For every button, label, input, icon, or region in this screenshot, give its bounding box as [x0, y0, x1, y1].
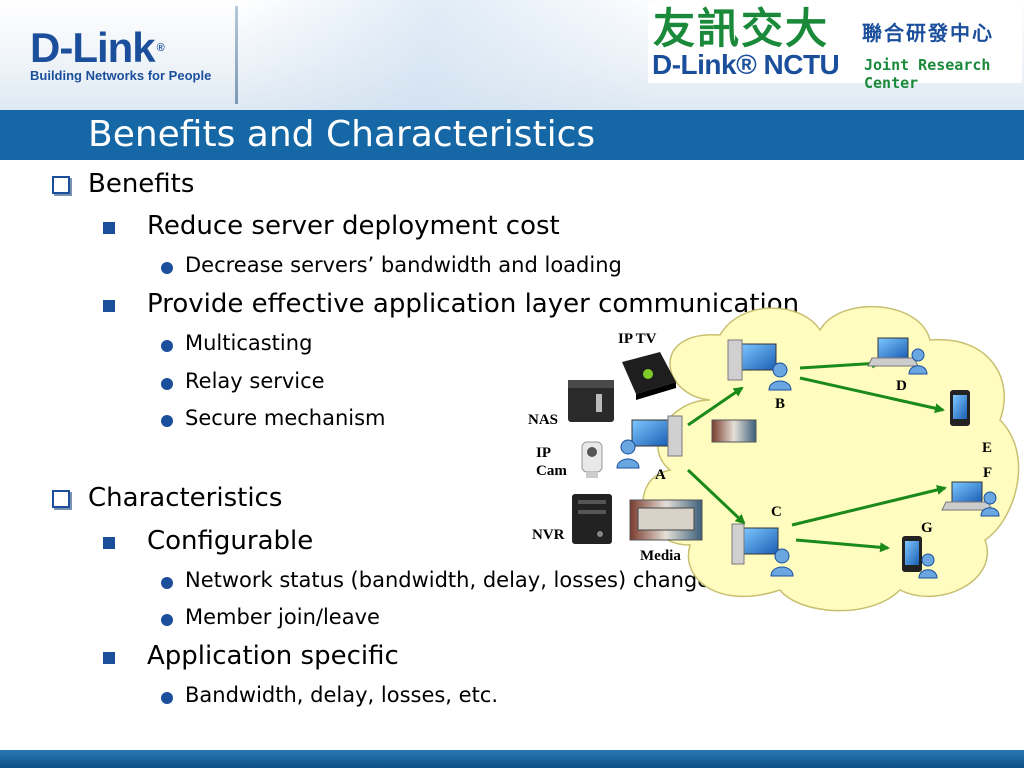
- title-bar: [0, 110, 1024, 160]
- dlink-logo: D-Link® Building Networks for People: [30, 27, 212, 84]
- square-bullet-icon: [103, 537, 115, 549]
- label-media: Media: [640, 548, 681, 564]
- logo-cn-small: 聯合研發中心: [862, 21, 994, 45]
- slide-title: Benefits and Characteristics: [88, 114, 596, 155]
- label-ipcam-line2: Cam: [536, 463, 567, 479]
- dlink-logo-brand: D-Link: [30, 24, 156, 71]
- phone-g-icon: [902, 536, 938, 579]
- outline-item-reduce-cost: Reduce server deployment cost: [147, 211, 560, 241]
- label-iptv: IP TV: [618, 331, 657, 347]
- computer-c-icon: [731, 523, 794, 577]
- label-nas: NAS: [528, 412, 558, 428]
- label-e: E: [982, 440, 992, 456]
- outline-item-benefits: Benefits: [88, 169, 195, 199]
- outline-item-member-join: Member join/leave: [185, 605, 380, 629]
- label-f: F: [983, 465, 992, 481]
- arrow-a-b: [687, 386, 744, 427]
- outline-item-decrease-bandwidth: Decrease servers’ bandwidth and loading: [185, 253, 622, 277]
- ipcam-device-icon: [581, 441, 603, 478]
- label-c: C: [771, 504, 782, 520]
- dot-bullet-icon: [161, 378, 173, 390]
- arrow-a-c: [686, 468, 746, 525]
- outline-item-configurable: Configurable: [147, 526, 314, 556]
- dot-bullet-icon: [161, 577, 173, 589]
- arrow-c-g: [795, 538, 890, 553]
- dlink-logo-reg: ®: [156, 42, 165, 54]
- dot-bullet-icon: [161, 692, 173, 704]
- stream-thumbnail-icon: [711, 419, 757, 443]
- network-cloud: [642, 305, 1020, 612]
- outline-item-network-status: Network status (bandwidth, delay, losses…: [185, 568, 711, 592]
- label-a: A: [655, 467, 666, 483]
- outline-item-secure: Secure mechanism: [185, 406, 386, 430]
- dot-bullet-icon: [161, 262, 173, 274]
- computer-b-icon: [727, 339, 792, 391]
- nas-device-icon: [568, 380, 614, 422]
- outline-item-app-specific: Application specific: [147, 641, 399, 671]
- outline-item-app-layer: Provide effective application layer comm…: [147, 289, 800, 319]
- computer-a-icon: [616, 415, 683, 469]
- arrow-b-e: [799, 376, 945, 414]
- dot-bullet-icon: [161, 340, 173, 352]
- outline-item-multicasting: Multicasting: [185, 331, 313, 355]
- checkbox-bullet-icon: [52, 176, 70, 194]
- square-bullet-icon: [103, 222, 115, 234]
- label-nvr: NVR: [532, 527, 565, 543]
- arrow-c-f: [791, 485, 947, 527]
- label-b: B: [775, 396, 785, 412]
- square-bullet-icon: [103, 652, 115, 664]
- header-swoosh: [240, 0, 660, 110]
- dot-bullet-icon: [161, 614, 173, 626]
- laptop-d-icon: [867, 337, 928, 375]
- dlink-logo-tagline: Building Networks for People: [30, 68, 212, 83]
- square-bullet-icon: [103, 300, 115, 312]
- logo-cn-big: 友訊交大: [653, 4, 830, 53]
- nvr-device-icon: [572, 494, 612, 544]
- arrow-b-d: [799, 358, 882, 370]
- outline-item-characteristics: Characteristics: [88, 483, 283, 513]
- outline-item-relay: Relay service: [185, 369, 325, 393]
- footer-bar: [0, 750, 1024, 768]
- logo-en-small: Joint Research Center: [864, 56, 991, 92]
- checkbox-bullet-icon: [52, 490, 70, 508]
- label-ipcam-line1: IP: [536, 445, 551, 461]
- dot-bullet-icon: [161, 415, 173, 427]
- iptv-device-icon: [622, 352, 676, 400]
- label-d: D: [896, 378, 907, 394]
- dlink-nctu-logo: 友訊交大 聯合研發中心 D-Link® NCTU Joint Research …: [648, 3, 1022, 92]
- laptop-f-icon: [941, 481, 1000, 517]
- header-divider: [235, 6, 238, 104]
- label-g: G: [921, 520, 933, 536]
- phone-e-icon: [950, 390, 970, 426]
- outline-item-bandwidth-etc: Bandwidth, delay, losses, etc.: [185, 683, 499, 707]
- logo-en-big: D-Link® NCTU: [652, 49, 840, 80]
- slide-header: D-Link® Building Networks for People 友訊交…: [0, 0, 1024, 110]
- media-thumbnails-icon: [629, 499, 703, 541]
